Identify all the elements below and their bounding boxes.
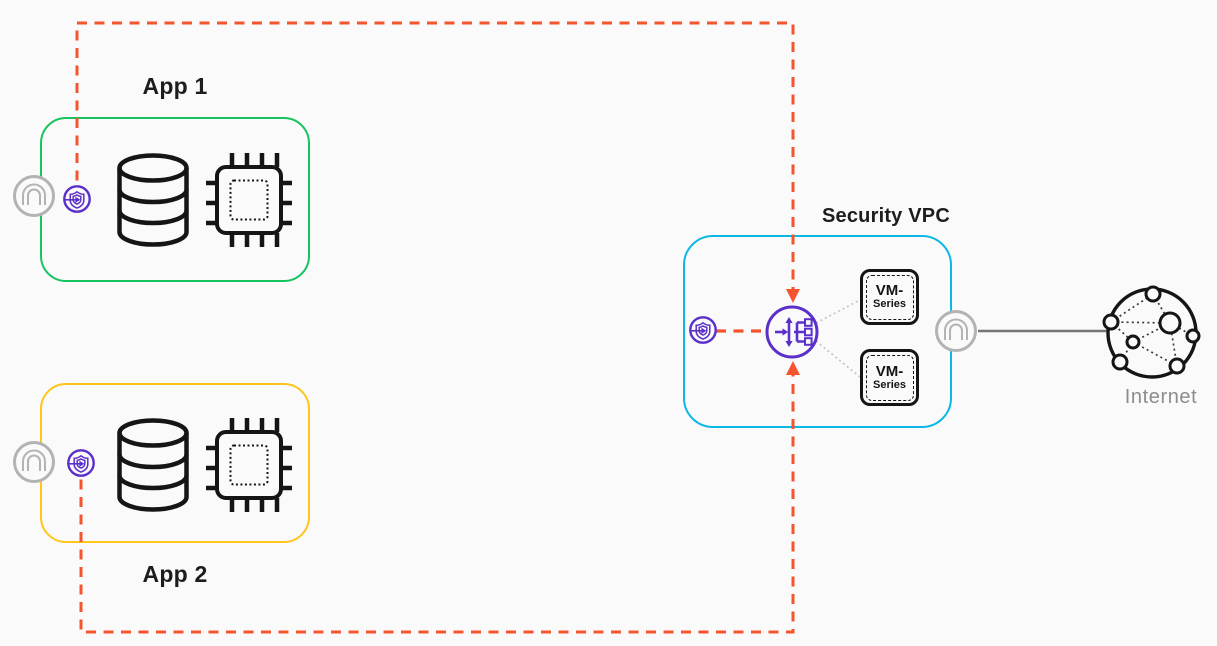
arrowhead-up-icon [786,361,800,375]
cpu-icon [206,418,292,512]
gwlb-endpoint-icon [689,316,717,344]
vm-series-firewall-1: VM- Series [860,269,919,325]
internet-globe-icon [1102,285,1201,379]
vm-series-firewall-2: VM- Series [860,349,919,406]
internet-gateway-icon [13,441,55,483]
cpu-icon [206,153,292,247]
gwlb-to-vmseries-2-dotted-line [815,340,861,378]
app1-label: App 1 [142,73,208,99]
internet-gateway-icon [935,310,977,352]
database-icon [117,153,189,247]
security-vpc-label: Security VPC [821,205,950,227]
gwlb-endpoint-icon [67,449,95,477]
vm-series-label-line2: Series [872,298,907,311]
database-icon [117,418,189,512]
internet-label: Internet [1124,386,1198,408]
app2-to-gwlb-dashed-line [79,375,795,634]
vm-series-label-line1: VM- [875,362,904,380]
gateway-load-balancer-icon [765,305,819,359]
gwlb-to-vmseries-1-dotted-line [815,299,861,324]
arrowhead-down-icon [786,289,800,303]
internet-gateway-icon [13,175,55,217]
app2-label: App 2 [142,561,208,587]
vm-series-firewall-2-inner: VM- Series [865,354,914,401]
vm-series-firewall-1-inner: VM- Series [865,274,914,320]
vm-series-label-line2: Series [872,378,907,391]
vm-series-label-line1: VM- [875,282,904,300]
app1-to-gwlb-dashed-line [75,21,795,290]
gwlb-endpoint-icon [63,185,91,213]
